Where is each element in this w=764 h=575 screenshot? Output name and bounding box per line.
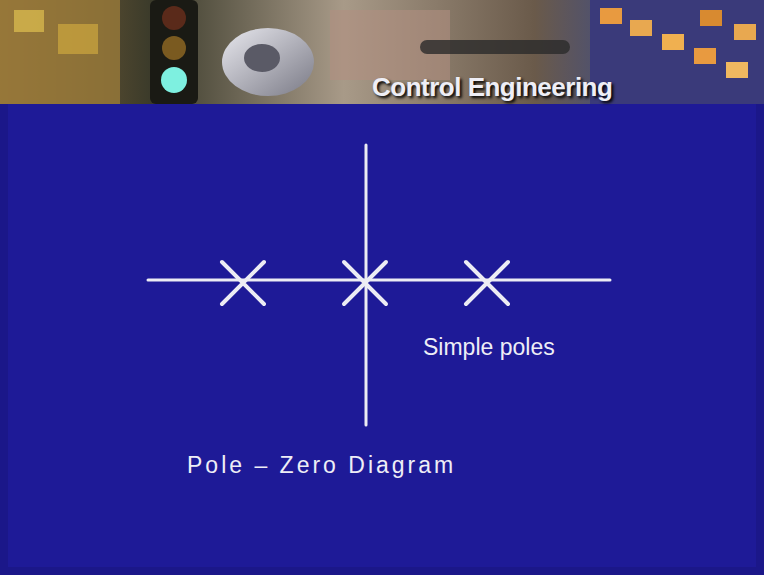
circuit-photo bbox=[0, 0, 120, 104]
key bbox=[694, 48, 716, 64]
key bbox=[662, 34, 684, 50]
traffic-light-amber bbox=[162, 36, 186, 60]
diagram-caption: Pole – Zero Diagram bbox=[187, 452, 456, 479]
motor-can bbox=[222, 28, 314, 96]
banner-title: Control Engineering bbox=[372, 72, 612, 103]
frame-edge bbox=[0, 567, 764, 575]
pole-annotation: Simple poles bbox=[423, 334, 555, 361]
banner-collage bbox=[0, 0, 764, 104]
motor-can-end bbox=[244, 44, 280, 72]
pole-mark bbox=[222, 262, 264, 304]
pole-mark bbox=[466, 262, 508, 304]
frame-edge bbox=[756, 104, 764, 575]
key bbox=[726, 62, 748, 78]
key bbox=[700, 10, 722, 26]
circuit-detail bbox=[14, 10, 44, 32]
banner-photo bbox=[0, 0, 764, 104]
pole-marks bbox=[222, 262, 508, 304]
keyboard-base bbox=[590, 0, 764, 104]
traffic-light bbox=[150, 0, 198, 104]
shaft bbox=[420, 40, 570, 54]
keyboard-photo bbox=[590, 0, 764, 104]
traffic-light-red bbox=[162, 6, 186, 30]
traffic-light-green bbox=[161, 67, 187, 93]
circuit-detail bbox=[58, 24, 98, 54]
frame-edge bbox=[0, 104, 8, 575]
key bbox=[600, 8, 622, 24]
key bbox=[734, 24, 756, 40]
real-axis bbox=[148, 279, 610, 282]
pole-zero-plot bbox=[148, 145, 610, 425]
key bbox=[630, 20, 652, 36]
pole-mark bbox=[344, 262, 386, 304]
